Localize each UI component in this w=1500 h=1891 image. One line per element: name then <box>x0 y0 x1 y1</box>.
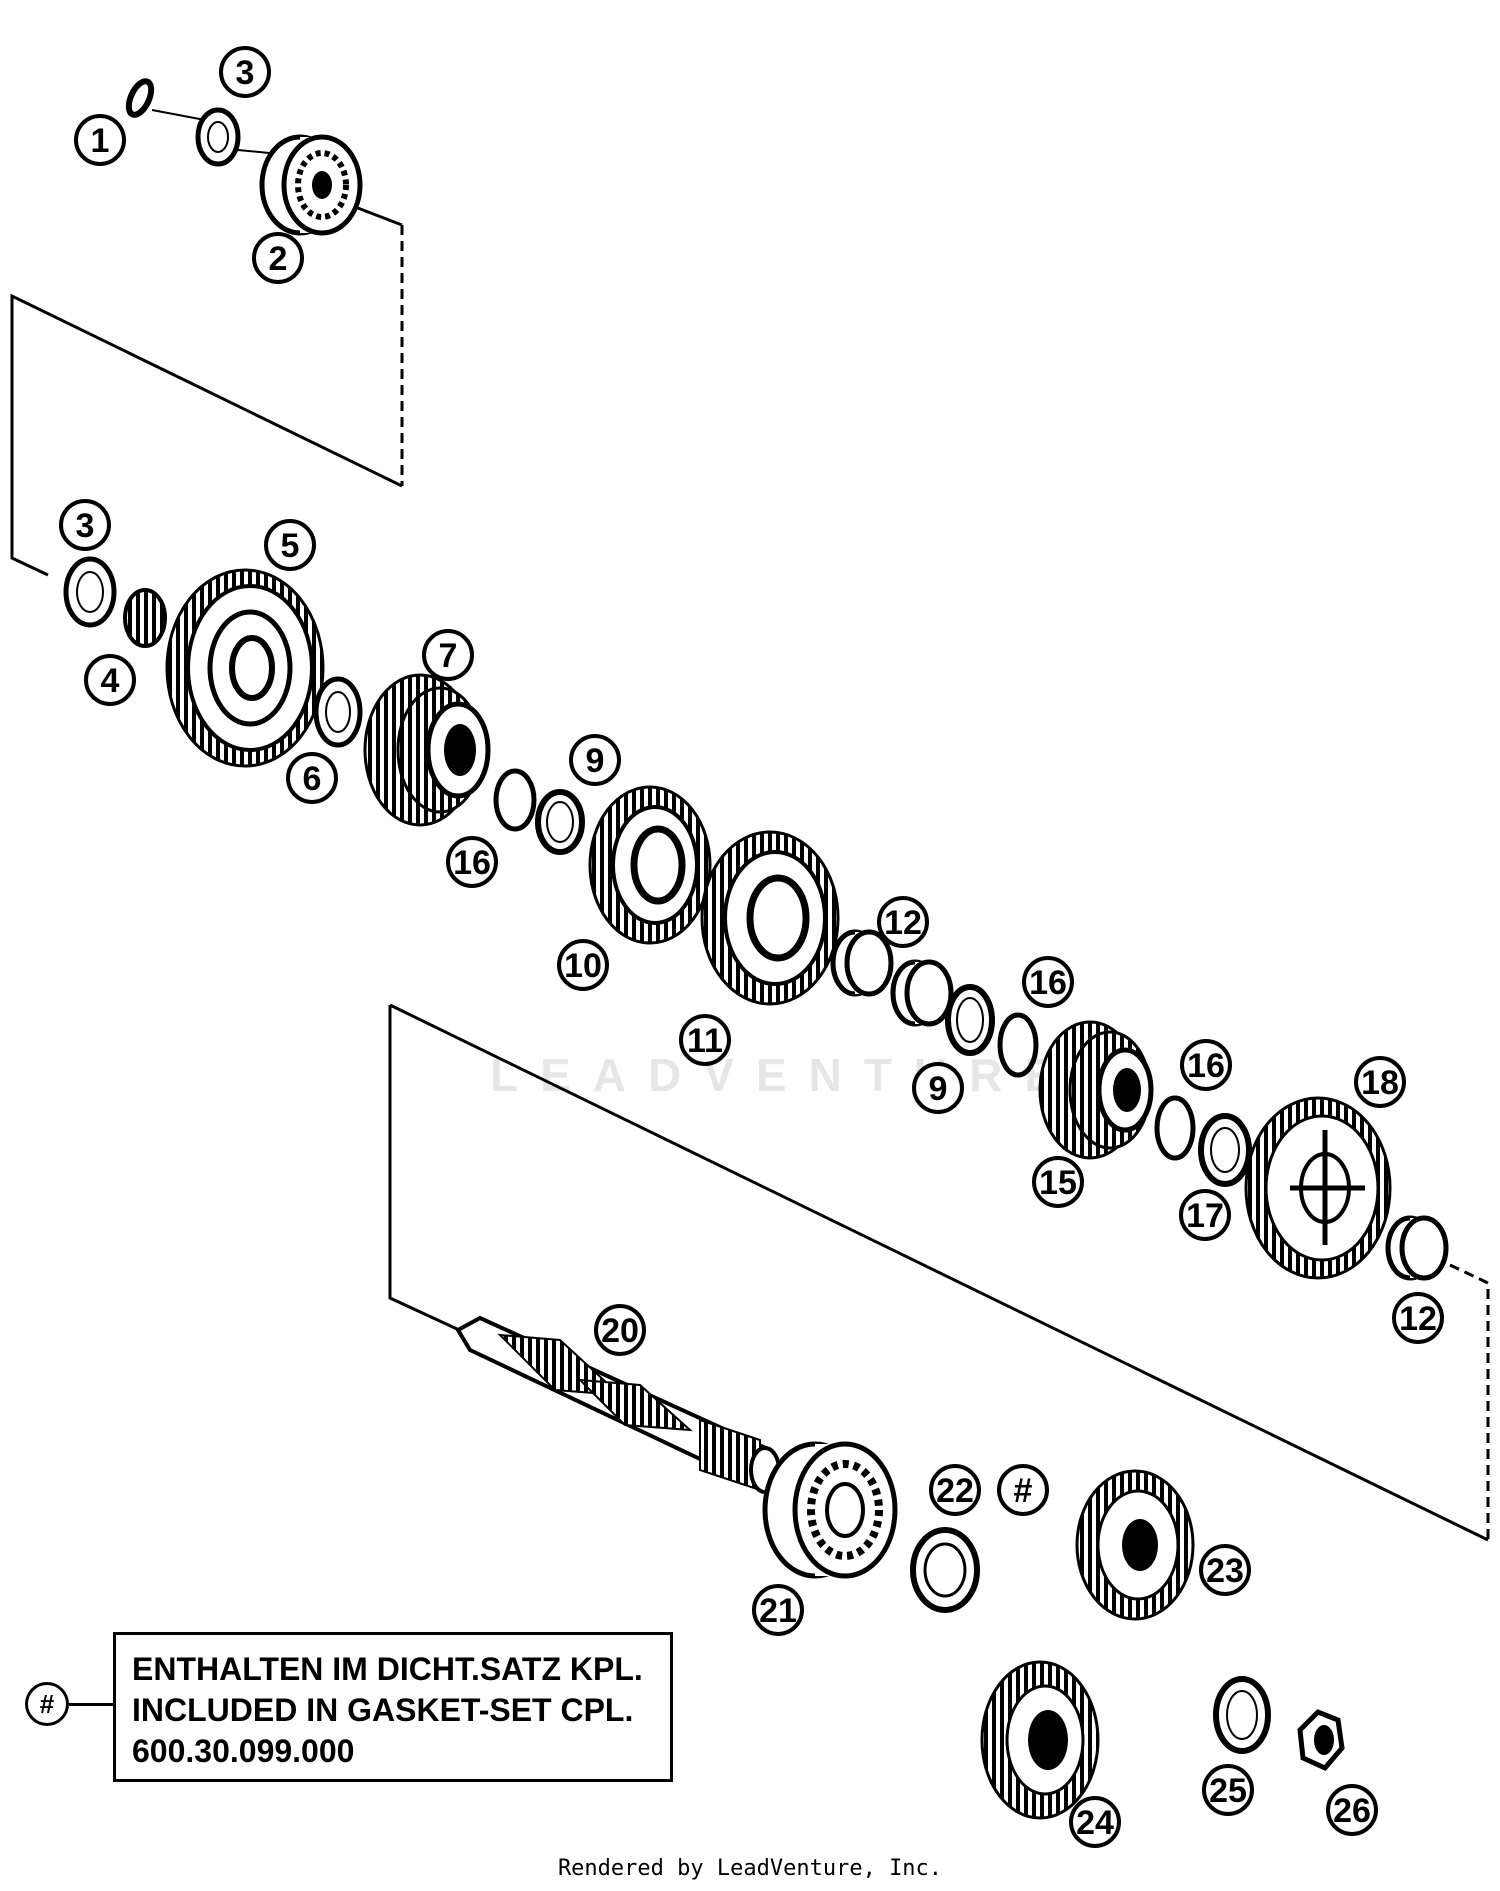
part-4-needle-bearing <box>123 588 167 648</box>
callout-23: 23 <box>1199 1544 1251 1596</box>
part-26-nut <box>1297 1709 1345 1772</box>
footer-credit: Rendered by LeadVenture, Inc. <box>557 1856 943 1881</box>
svg-text:3: 3 <box>236 54 255 92</box>
callout-26: 26 <box>1326 1784 1378 1836</box>
part-3-washer-top <box>195 107 241 167</box>
svg-text:16: 16 <box>453 844 491 882</box>
svg-text:18: 18 <box>1361 1064 1399 1102</box>
svg-text:1: 1 <box>91 122 110 160</box>
callout-4: 4 <box>84 654 136 706</box>
callout-9: 9 <box>912 1062 964 1114</box>
svg-text:21: 21 <box>759 1592 797 1630</box>
part-10-gear <box>588 785 712 945</box>
part-16-ring <box>493 768 537 832</box>
callout-3: 3 <box>59 499 111 551</box>
part-12-bushing-2 <box>1385 1215 1449 1281</box>
callout-22: 22 <box>929 1464 981 1516</box>
svg-text:20: 20 <box>601 1312 639 1350</box>
note-line-english: INCLUDED IN GASKET-SET CPL. <box>132 1692 634 1728</box>
part-6-washer <box>313 676 363 748</box>
svg-text:24: 24 <box>1076 1804 1114 1842</box>
callout-21: 21 <box>752 1584 804 1636</box>
callout-25: 25 <box>1202 1764 1254 1816</box>
callout-9: 9 <box>569 734 621 786</box>
part-24-sprocket <box>980 1660 1100 1820</box>
callout-7: 7 <box>422 629 474 681</box>
callout-16: 16 <box>1180 1039 1232 1091</box>
callout-24: 24 <box>1069 1796 1121 1848</box>
svg-text:17: 17 <box>1186 1197 1224 1235</box>
svg-text:23: 23 <box>1206 1552 1244 1590</box>
svg-text:7: 7 <box>439 637 458 675</box>
part-16-ring-3 <box>1154 1095 1196 1161</box>
callout-5: 5 <box>264 519 316 571</box>
part-9-washer-2 <box>945 984 995 1056</box>
callout-hash: # <box>997 1464 1049 1516</box>
svg-text:6: 6 <box>303 760 322 798</box>
callout-1: 1 <box>74 114 126 166</box>
part-25-washer <box>1213 1676 1271 1754</box>
callout-12: 12 <box>1392 1292 1444 1344</box>
svg-text:12: 12 <box>1399 1300 1437 1338</box>
callout-11: 11 <box>679 1014 731 1066</box>
part-9-washer <box>535 789 585 855</box>
part-22-seal <box>910 1527 980 1613</box>
gasket-set-note: ENTHALTEN IM DICHT.SATZ KPL. INCLUDED IN… <box>113 1632 673 1782</box>
svg-text:26: 26 <box>1333 1792 1371 1830</box>
callout-16: 16 <box>446 836 498 888</box>
svg-text:9: 9 <box>929 1070 948 1108</box>
leader-lines <box>10 109 1490 1542</box>
part-11-gear <box>700 830 840 1006</box>
part-1-circlip <box>125 78 155 118</box>
svg-text:16: 16 <box>1187 1047 1225 1085</box>
callout-12: 12 <box>877 896 929 948</box>
part-16-ring-2 <box>997 1012 1039 1078</box>
svg-text:10: 10 <box>564 947 602 985</box>
part-3-washer <box>63 556 117 628</box>
callout-3: 3 <box>219 46 271 98</box>
note-leader-line <box>69 1703 113 1706</box>
note-line-german: ENTHALTEN IM DICHT.SATZ KPL. <box>132 1651 643 1687</box>
note-hash-symbol: # <box>25 1682 69 1726</box>
part-23-sprocket <box>1075 1469 1195 1621</box>
svg-text:16: 16 <box>1029 964 1067 1002</box>
svg-text:15: 15 <box>1039 1164 1077 1202</box>
part-15-gear <box>1038 1020 1154 1160</box>
svg-text:#: # <box>1014 1472 1033 1510</box>
svg-text:25: 25 <box>1209 1772 1247 1810</box>
svg-text:2: 2 <box>269 240 288 278</box>
part-5-gear <box>165 568 325 768</box>
callout-10: 10 <box>557 939 609 991</box>
callout-17: 17 <box>1179 1189 1231 1241</box>
callout-15: 15 <box>1032 1156 1084 1208</box>
note-line-part-number: 600.30.099.000 <box>132 1733 355 1769</box>
svg-text:5: 5 <box>281 527 300 565</box>
part-2-bearing <box>259 134 363 236</box>
part-18-gear <box>1244 1096 1392 1280</box>
callout-2: 2 <box>252 232 304 284</box>
svg-text:12: 12 <box>884 904 922 942</box>
part-7-gear <box>363 673 491 827</box>
part-17-washer <box>1198 1113 1252 1187</box>
callouts: 123345679910111212151616161718202122#232… <box>59 46 1444 1848</box>
svg-text:9: 9 <box>586 742 605 780</box>
callout-18: 18 <box>1354 1056 1406 1108</box>
svg-text:22: 22 <box>936 1472 974 1510</box>
callout-16: 16 <box>1022 956 1074 1008</box>
svg-text:4: 4 <box>101 662 120 700</box>
part-21-bearing <box>762 1441 898 1579</box>
svg-text:11: 11 <box>687 1022 723 1060</box>
svg-text:3: 3 <box>76 507 95 545</box>
callout-20: 20 <box>594 1304 646 1356</box>
part-bushing <box>890 959 954 1027</box>
callout-6: 6 <box>286 752 338 804</box>
part-12-bushing <box>830 929 894 997</box>
